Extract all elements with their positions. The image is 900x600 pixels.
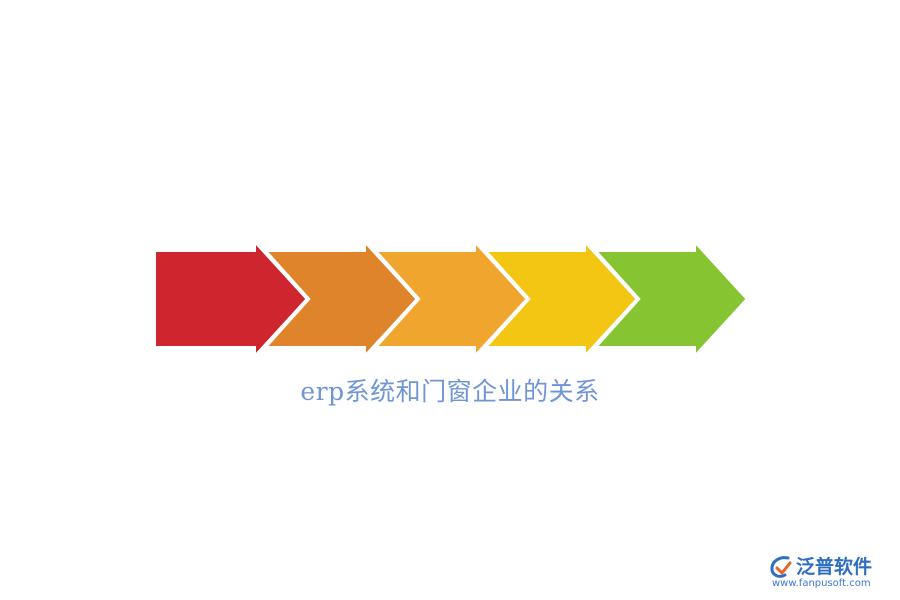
process-arrow-2: [259, 234, 421, 364]
fanpu-logo-icon: [770, 556, 792, 578]
logo-brand-name: 泛普软件: [796, 556, 873, 578]
process-arrow-4: [479, 234, 641, 364]
arrow-chain: [152, 234, 751, 364]
process-arrow-5: [589, 234, 751, 364]
logo-url: www.fanpusoft.com: [772, 578, 871, 589]
process-arrow-3: [369, 234, 531, 364]
fanpusoft-logo: 泛普软件 www.fanpusoft.com: [768, 552, 894, 596]
diagram-caption: erp系统和门窗企业的关系: [300, 377, 600, 406]
